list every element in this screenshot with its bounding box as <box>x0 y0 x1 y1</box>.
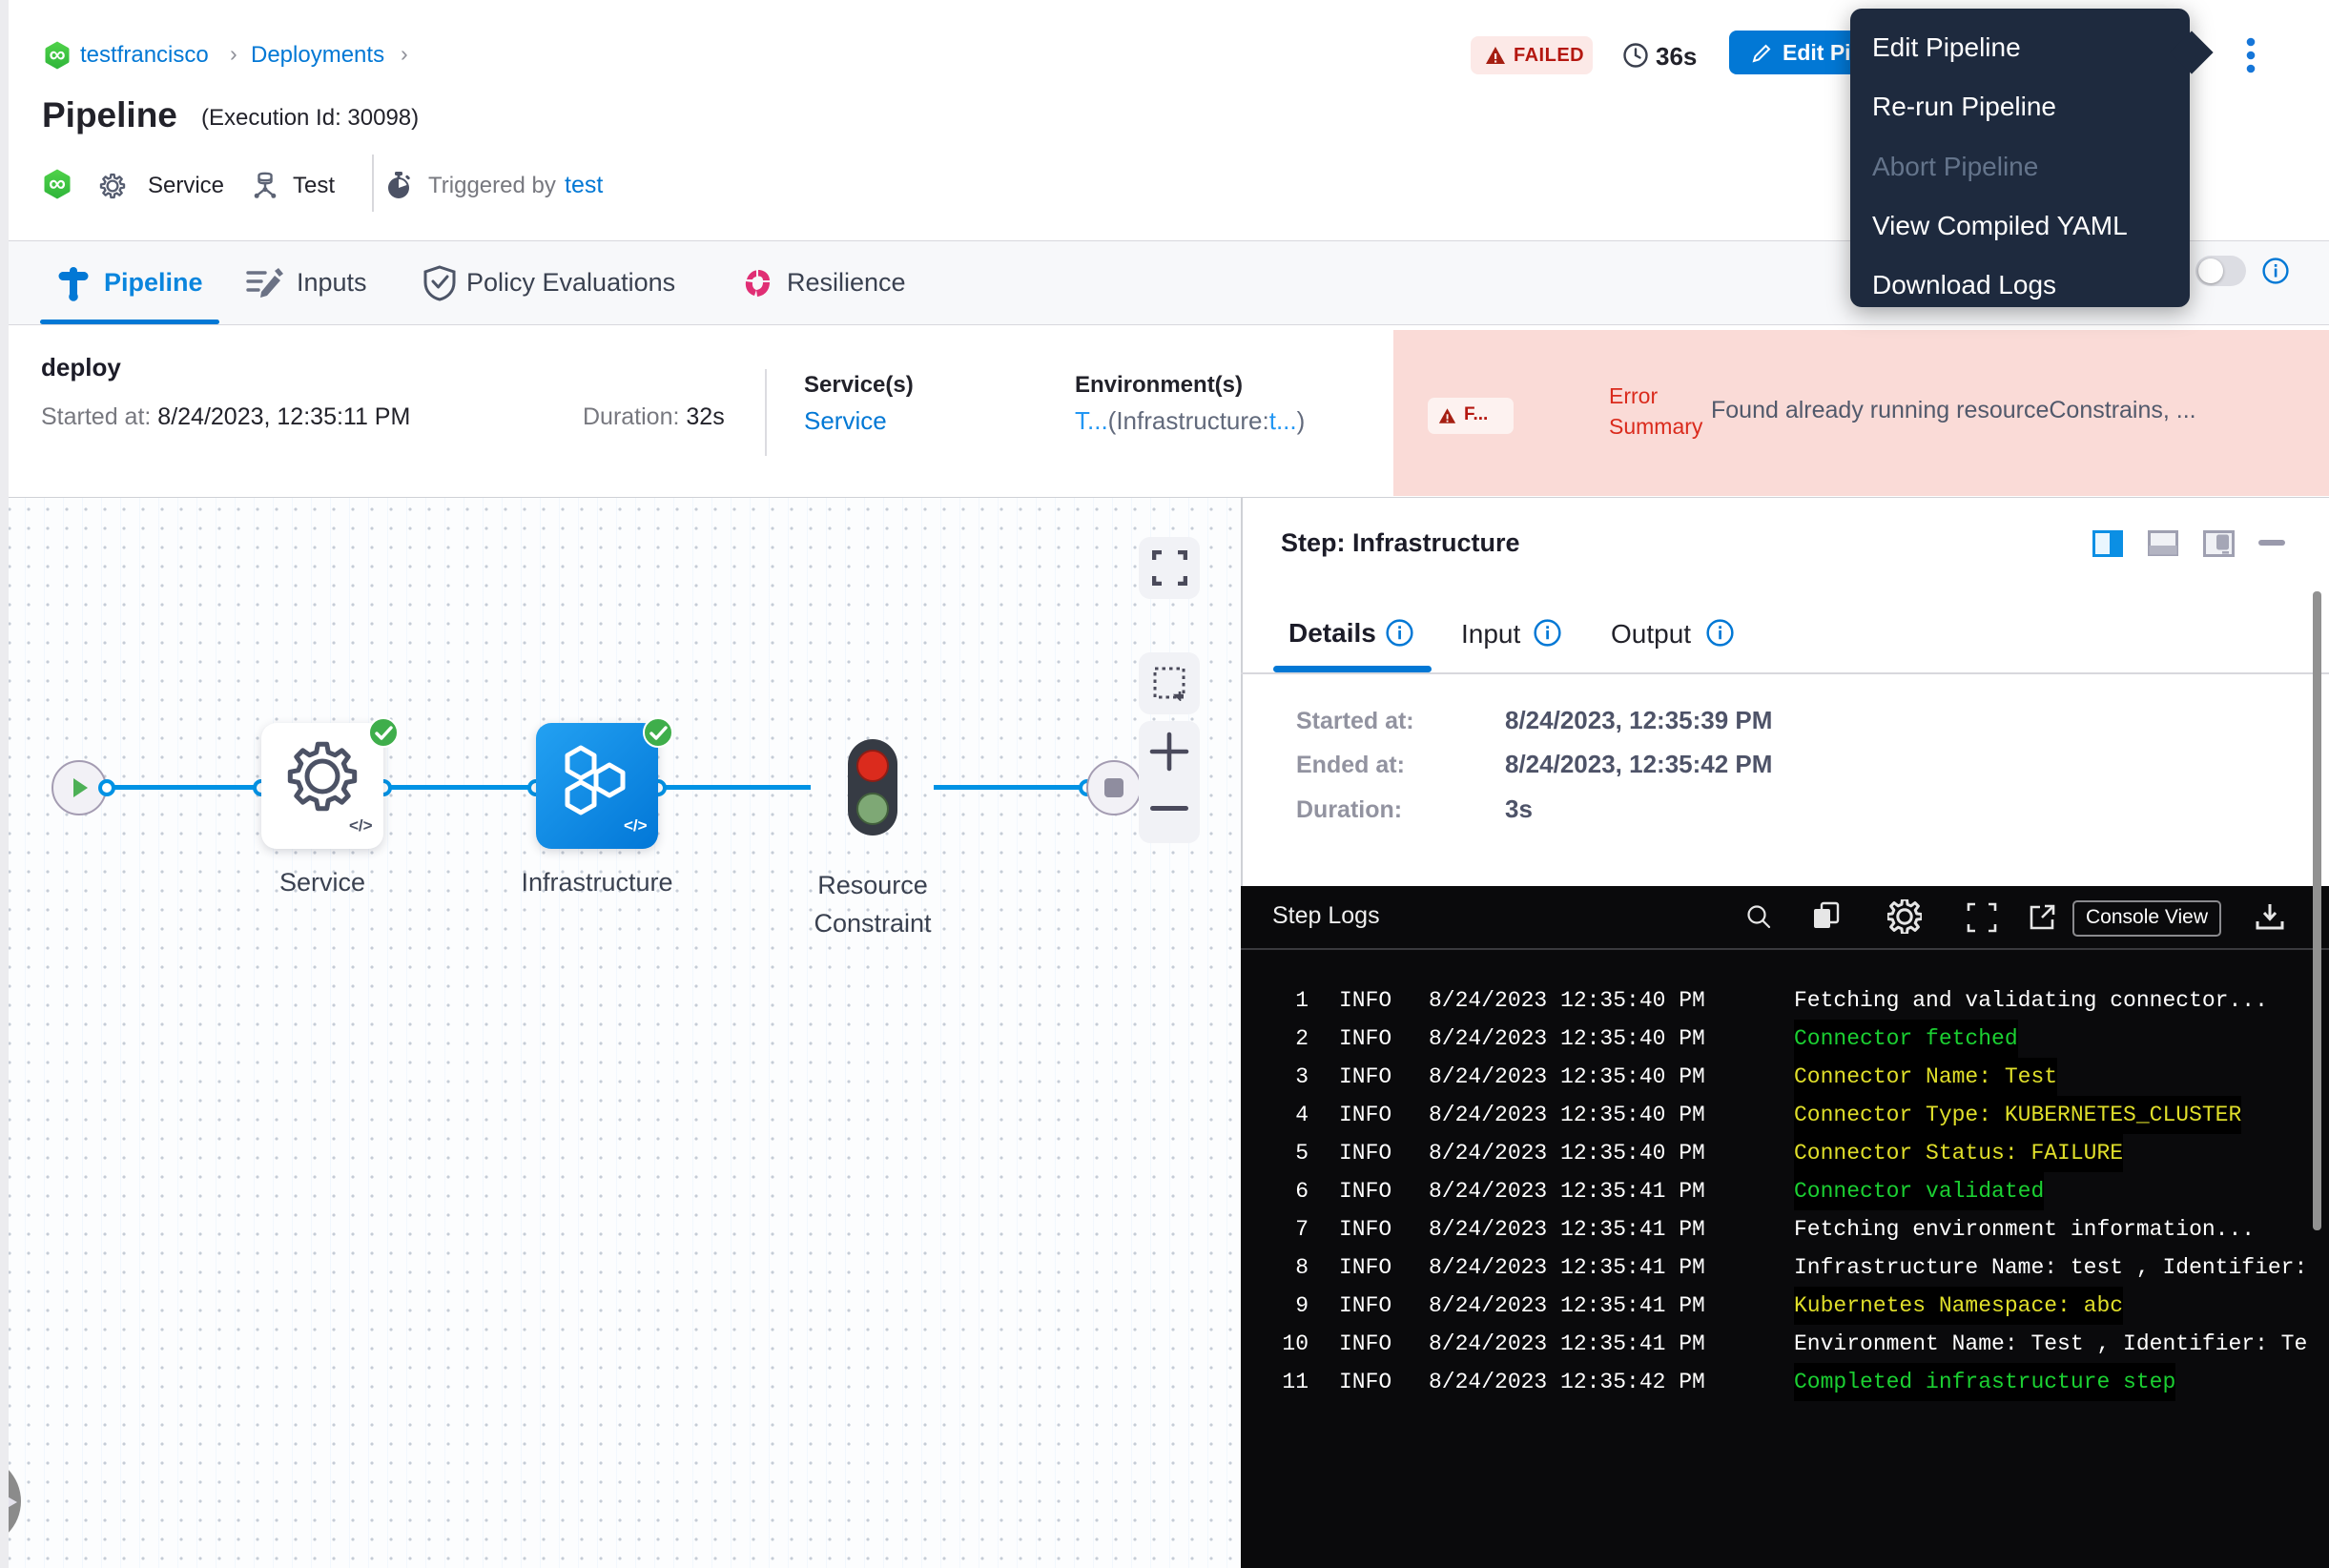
svg-text:∞: ∞ <box>49 42 65 68</box>
svg-text:∞: ∞ <box>49 171 66 197</box>
